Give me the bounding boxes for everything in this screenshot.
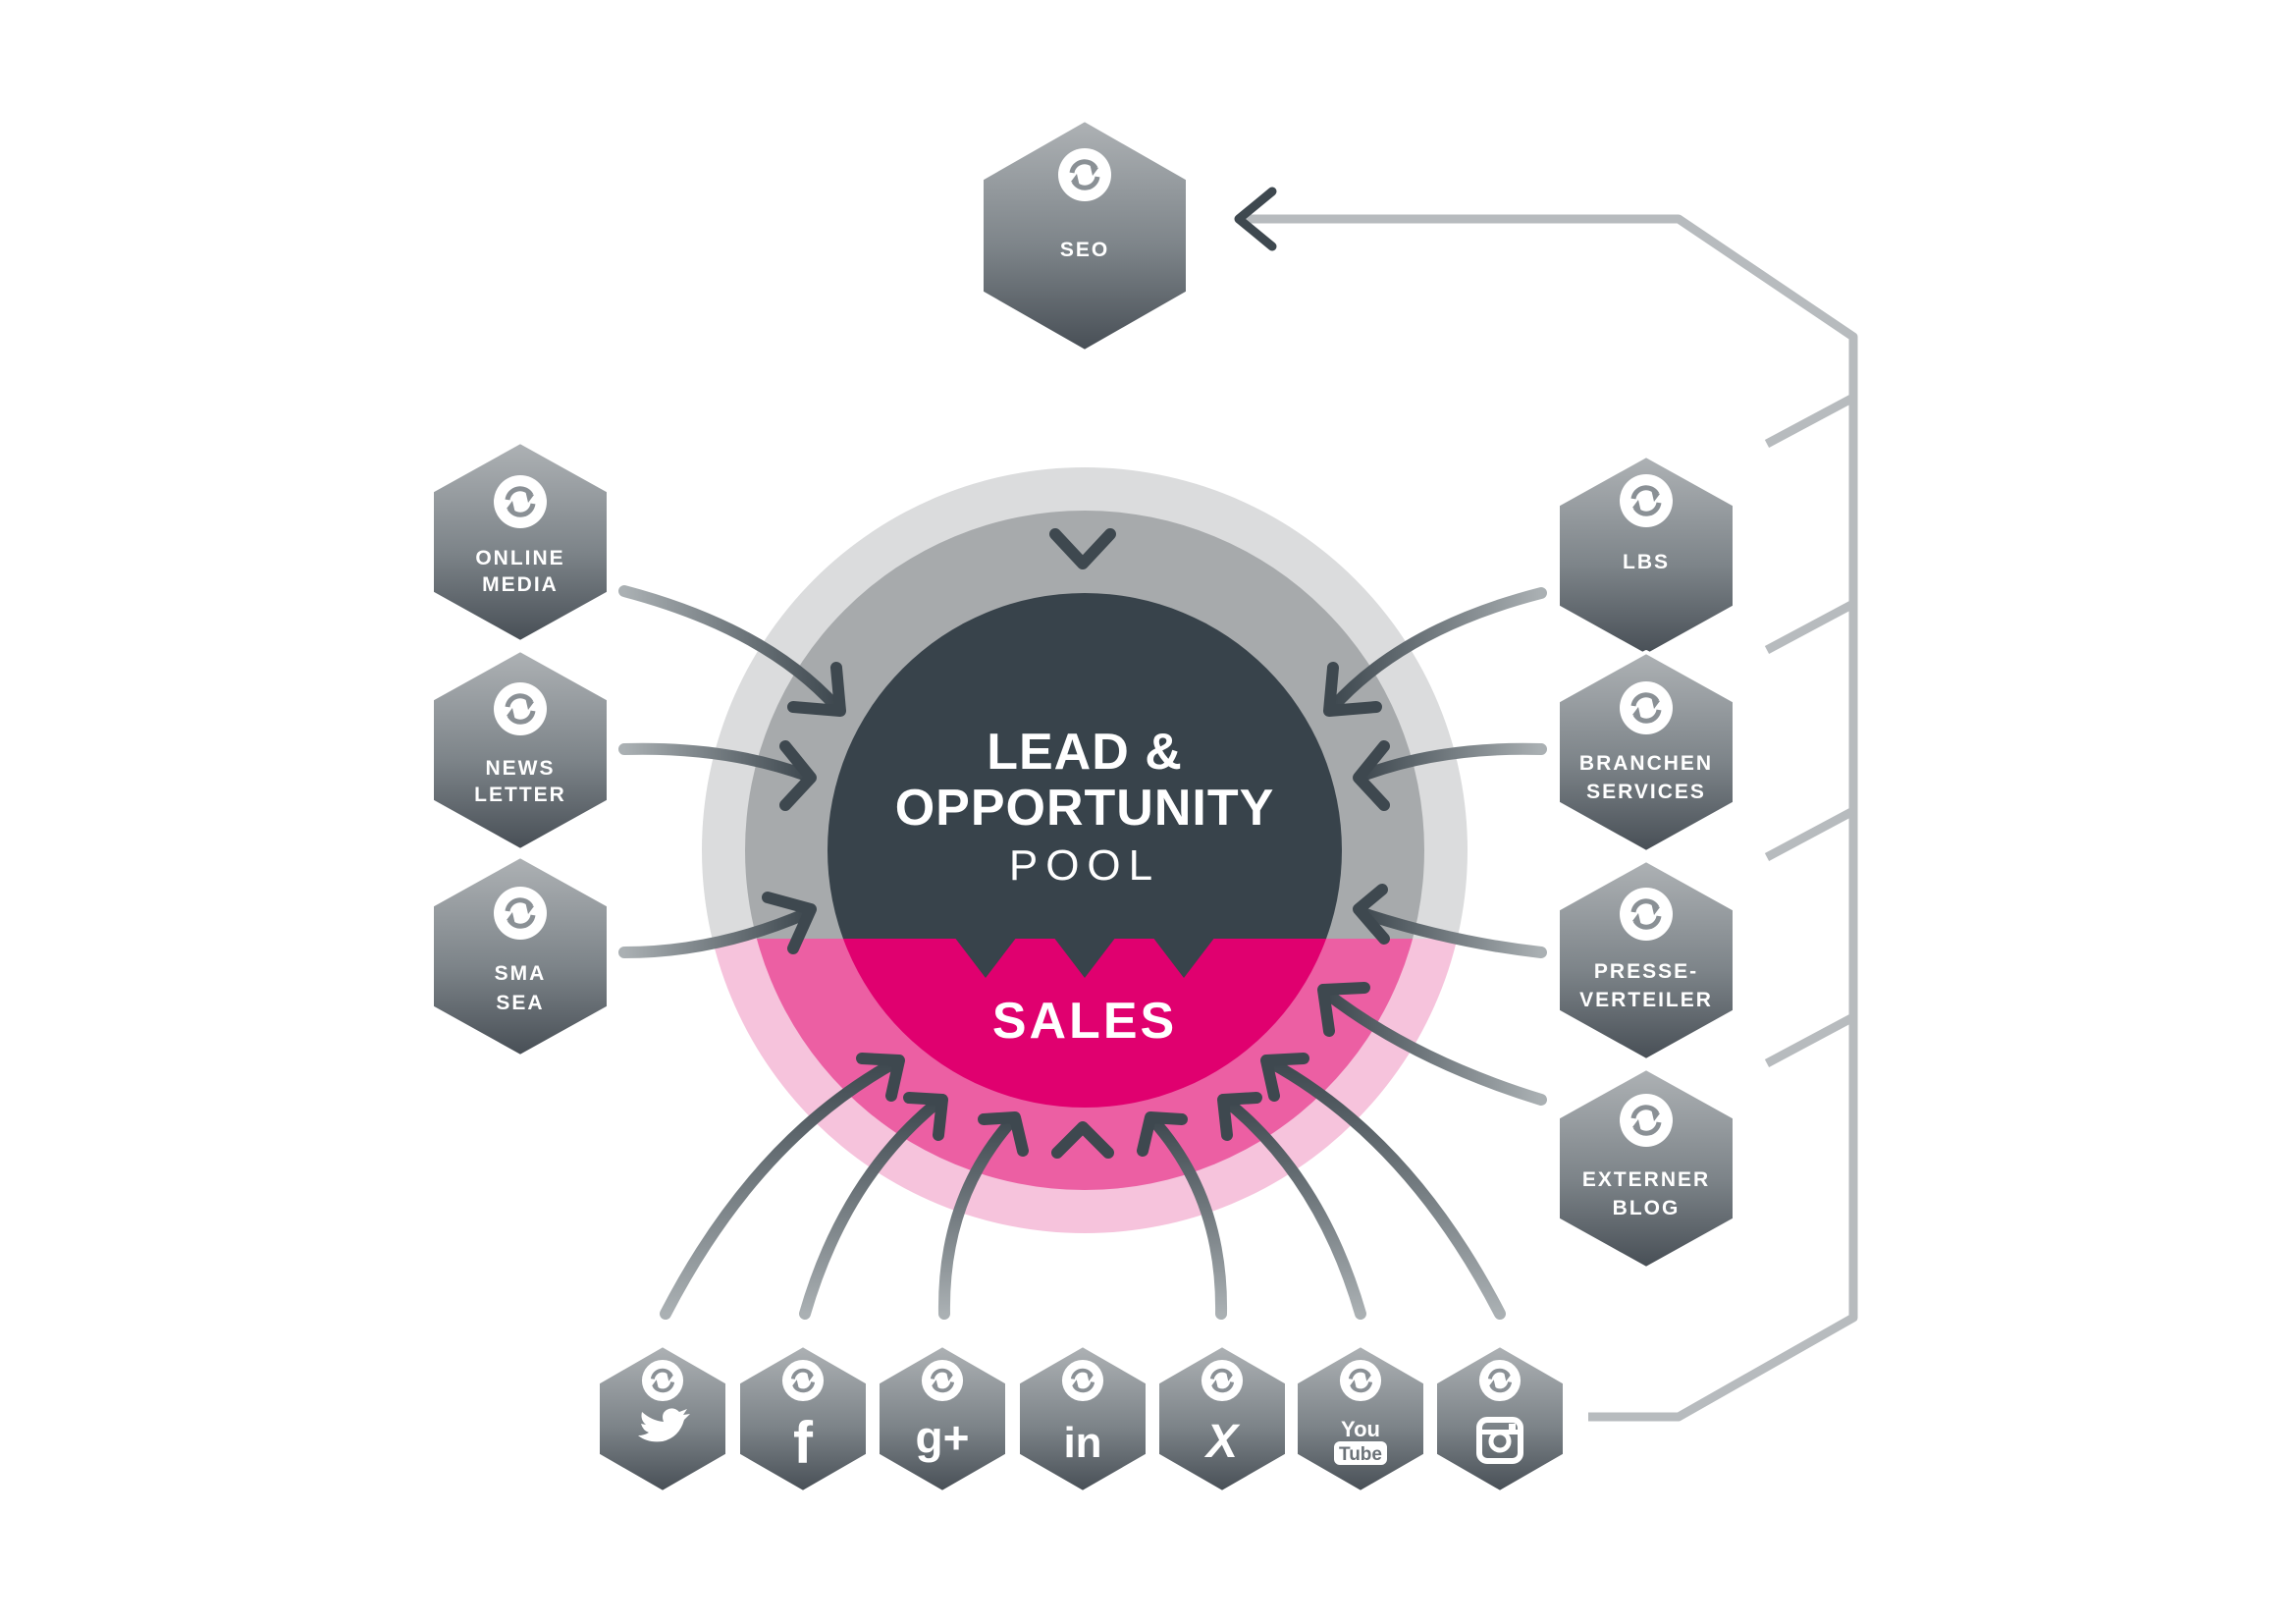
node-branchen-label-1: BRANCHEN [1579, 752, 1713, 775]
node-online-media[interactable]: ONLINE MEDIA [430, 440, 611, 644]
node-externer-blog-label-2: BLOG [1613, 1197, 1681, 1219]
sync-icon [919, 1357, 966, 1404]
arrow-presse [1357, 907, 1547, 958]
twitter-icon [638, 1408, 690, 1442]
social-twitter[interactable] [596, 1343, 729, 1494]
arrow-xing [1147, 1113, 1228, 1320]
notch-2 [1053, 937, 1116, 978]
sync-icon [639, 1357, 686, 1404]
sync-icon [1620, 474, 1673, 527]
notch-1 [954, 937, 1017, 978]
node-presse-label-2: VERTEILER [1579, 989, 1713, 1011]
youtube-icon: You Tube [1334, 1417, 1387, 1465]
center-title-line1: LEAD & [987, 724, 1183, 781]
youtube-icon-text-you: You [1341, 1417, 1380, 1441]
sync-icon [1059, 1357, 1106, 1404]
node-externer-blog-label-1: EXTERNER [1582, 1168, 1710, 1191]
node-sma-sea-label-1: SMA [495, 962, 547, 985]
node-branchen-label-2: SERVICES [1586, 781, 1706, 803]
linkedin-icon: in [1063, 1419, 1101, 1467]
arrow-youtube [1221, 1096, 1366, 1320]
sync-icon [1058, 148, 1111, 201]
node-branchen-services[interactable]: BRANCHEN SERVICES [1556, 650, 1736, 854]
node-lbs-label: LBS [1623, 551, 1670, 573]
arrow-branchen [1357, 742, 1547, 782]
feedback-loop [1234, 187, 1858, 1422]
social-youtube[interactable]: You Tube [1294, 1343, 1427, 1494]
node-presse-label-1: PRESSE- [1594, 960, 1698, 983]
sync-icon [779, 1357, 827, 1404]
notch-3 [1152, 937, 1215, 978]
sales-zone [843, 939, 1326, 1108]
sync-icon [1337, 1357, 1384, 1404]
seo-feedback-arrowhead [1234, 187, 1277, 251]
sync-icon [1620, 888, 1673, 941]
arrow-lbs [1327, 587, 1547, 713]
xing-icon: X [1203, 1416, 1241, 1468]
arrow-sma-sea [618, 907, 813, 958]
node-newsletter-label-2: LETTER [474, 784, 566, 806]
arrow-instagram [1264, 1056, 1506, 1320]
social-linkedin[interactable]: in [1016, 1343, 1149, 1494]
google-plus-icon: g+ [916, 1412, 970, 1463]
node-online-media-label-1: ONLINE [475, 547, 564, 569]
sync-icon [494, 682, 547, 735]
arrow-online-media [618, 585, 842, 713]
arrow-google-plus [937, 1113, 1019, 1320]
node-seo[interactable]: SEO [980, 118, 1190, 353]
node-online-media-label-2: MEDIA [482, 573, 559, 596]
node-presseverteiler[interactable]: PRESSE- VERTEILER [1556, 858, 1736, 1062]
sync-icon [1620, 1094, 1673, 1147]
node-externer-blog[interactable]: EXTERNER BLOG [1556, 1066, 1736, 1271]
youtube-icon-text-tube: Tube [1339, 1444, 1382, 1465]
arrow-newsletter [618, 742, 813, 782]
node-newsletter-label-1: NEWS [486, 757, 556, 780]
social-instagram[interactable] [1433, 1343, 1567, 1494]
sync-icon [494, 475, 547, 528]
social-facebook[interactable]: f [736, 1343, 870, 1494]
node-sma-sea-label-2: SEA [496, 992, 544, 1014]
arrow-twitter [660, 1056, 901, 1320]
arrow-externer-blog [1321, 988, 1547, 1106]
social-google-plus[interactable]: g+ [876, 1343, 1009, 1494]
social-row: f g+ in X You Tube [596, 1343, 1567, 1494]
node-seo-label: SEO [1060, 239, 1109, 261]
node-lbs[interactable]: LBS [1556, 454, 1736, 658]
sales-label: SALES [992, 993, 1177, 1050]
lead-pool-zone [828, 593, 1342, 939]
arrows [618, 367, 1547, 1320]
instagram-icon [1476, 1417, 1523, 1464]
sync-icon [1620, 681, 1673, 734]
social-xing[interactable]: X [1155, 1343, 1289, 1494]
node-newsletter[interactable]: NEWS LETTER [430, 648, 611, 852]
sync-icon [1476, 1357, 1523, 1404]
center-title-line2: OPPORTUNITY [895, 780, 1275, 837]
arrow-facebook [799, 1096, 944, 1320]
center-title-line3: POOL [1009, 841, 1160, 890]
sync-icon [1199, 1357, 1246, 1404]
sync-icon [494, 887, 547, 940]
facebook-icon: f [793, 1410, 814, 1476]
node-sma-sea[interactable]: SMA SEA [430, 854, 611, 1058]
